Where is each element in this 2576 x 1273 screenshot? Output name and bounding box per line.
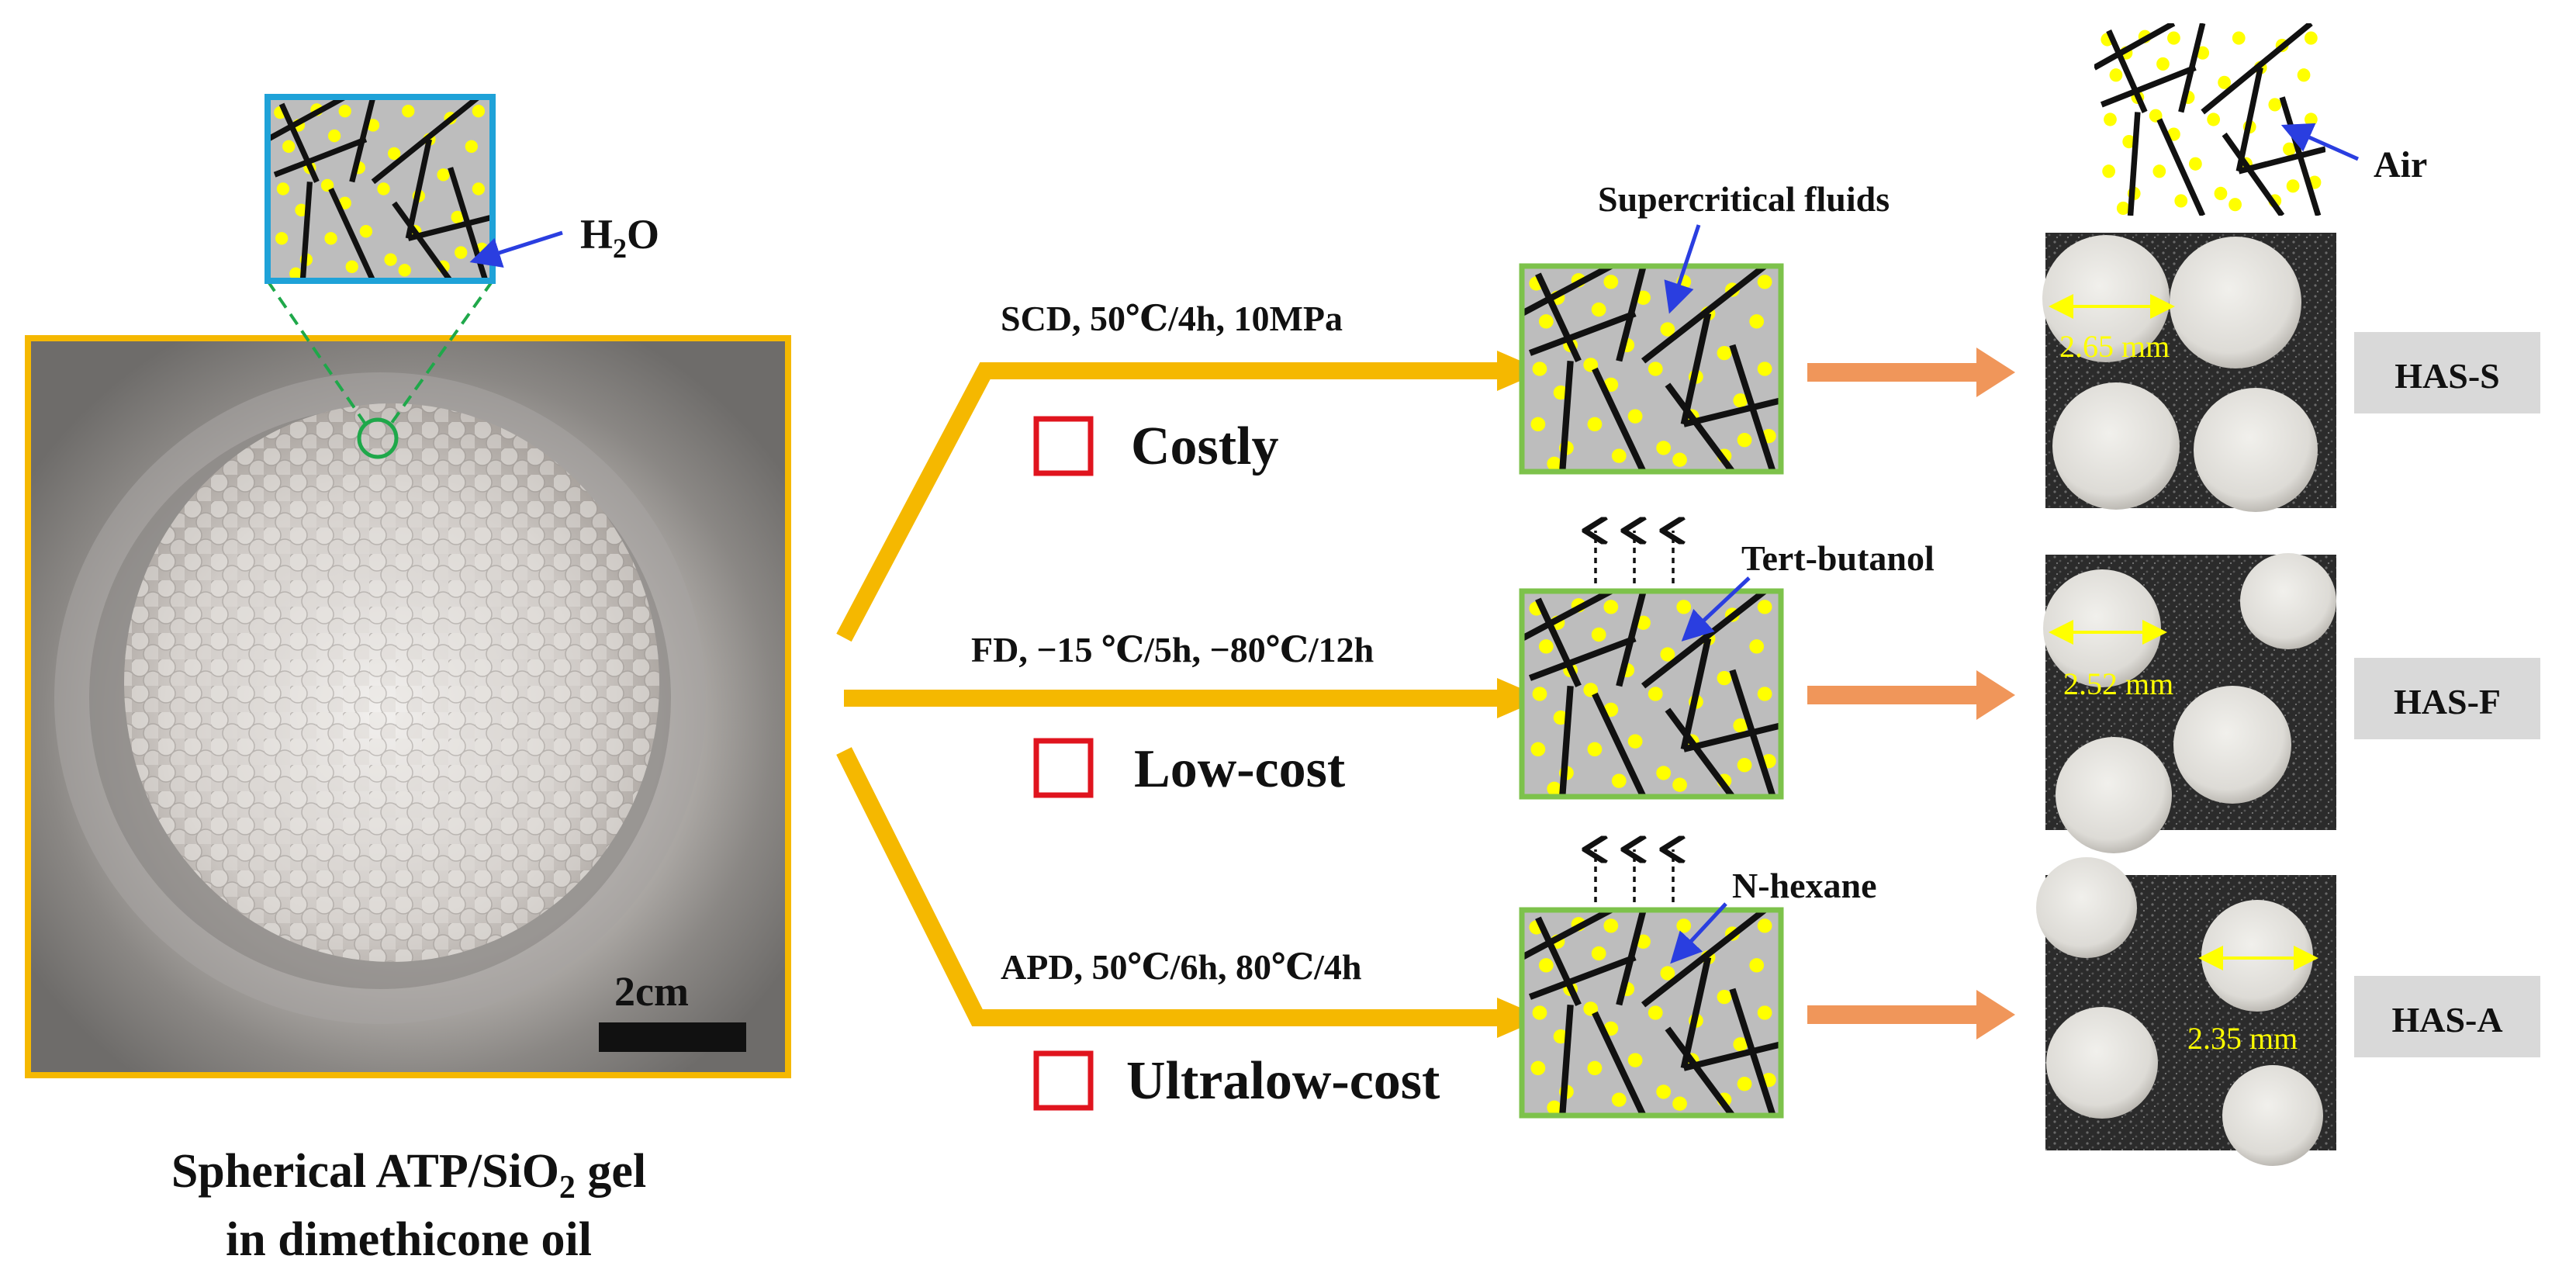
label-box-f bbox=[2354, 658, 2540, 739]
source-photo: 2cm bbox=[25, 335, 791, 1078]
caption-line-2: in dimethicone oil bbox=[226, 1213, 592, 1266]
cost-checkboxes bbox=[1033, 416, 1094, 1111]
solvent-scd: Supercritical fluids bbox=[1598, 179, 1890, 219]
sample-photo-a: 2.35 mm bbox=[2036, 857, 2336, 1166]
sample-photo-f: 2.52 mm bbox=[2043, 553, 2336, 853]
caption-line-1: Spherical ATP/SiO2 gel bbox=[171, 1145, 646, 1206]
wet-gel-inset: H2O bbox=[265, 94, 659, 424]
checkbox-scd bbox=[1033, 416, 1094, 476]
cell-apd bbox=[1519, 907, 1784, 1119]
sample-f: HAS-F bbox=[2394, 682, 2501, 721]
solvent-cells bbox=[1519, 263, 1784, 1119]
scale-bar bbox=[599, 1022, 746, 1052]
cell-scd bbox=[1519, 263, 1784, 475]
label-box-s bbox=[2354, 332, 2540, 413]
inset-frame bbox=[265, 94, 496, 284]
sample-photo-s: 2.65 mm bbox=[2042, 233, 2336, 512]
cost-fd: Low-cost bbox=[1134, 739, 1345, 799]
diameter-s: 2.65 mm bbox=[2059, 329, 2170, 364]
solvent-apd: N-hexane bbox=[1732, 866, 1877, 905]
solvent-fd: Tert-butanol bbox=[1741, 538, 1935, 578]
pointer-apd bbox=[1670, 902, 1727, 964]
condition-scd: SCD, 50℃/4h, 10MPa bbox=[1001, 299, 1343, 338]
cost-apd: Ultralow-cost bbox=[1126, 1051, 1440, 1111]
air-pointer bbox=[2280, 123, 2360, 161]
product-arrow-scd bbox=[1807, 348, 2015, 397]
diameter-a: 2.35 mm bbox=[2187, 1021, 2298, 1056]
aerogel-inset: Air bbox=[2094, 23, 2427, 216]
route-arrow-scd bbox=[836, 362, 1505, 642]
condition-apd: APD, 50℃/6h, 80℃/4h bbox=[1001, 947, 1362, 987]
zoom-circle bbox=[357, 417, 399, 459]
checkbox-fd bbox=[1033, 738, 1094, 798]
condition-fd: FD, −15 ℃/5h, −80℃/12h bbox=[971, 630, 1374, 669]
air-label: Air bbox=[2374, 144, 2427, 185]
zoom-line-left bbox=[266, 279, 366, 424]
sample-a: HAS-A bbox=[2391, 1000, 2502, 1040]
product-arrow-fd bbox=[1807, 670, 2015, 720]
checkbox-apd bbox=[1033, 1050, 1094, 1111]
pointer-scd bbox=[1664, 224, 1701, 314]
product-arrow-apd bbox=[1807, 990, 2015, 1040]
h2o-pointer bbox=[469, 230, 563, 268]
scale-label: 2cm bbox=[614, 968, 689, 1015]
evaporation-arrows bbox=[1596, 531, 1673, 902]
product-arrows bbox=[1807, 348, 2015, 1040]
h2o-label: H2O bbox=[580, 211, 659, 264]
pointer-fd bbox=[1681, 576, 1751, 642]
zoom-line-right bbox=[390, 279, 494, 424]
route-arrows bbox=[836, 362, 1505, 1026]
sample-s: HAS-S bbox=[2394, 356, 2499, 396]
diameter-f: 2.52 mm bbox=[2063, 666, 2173, 701]
cell-fd bbox=[1519, 588, 1784, 800]
route-arrow-apd bbox=[836, 747, 1505, 1026]
cost-scd: Costly bbox=[1131, 417, 1279, 476]
label-box-a bbox=[2354, 976, 2540, 1057]
